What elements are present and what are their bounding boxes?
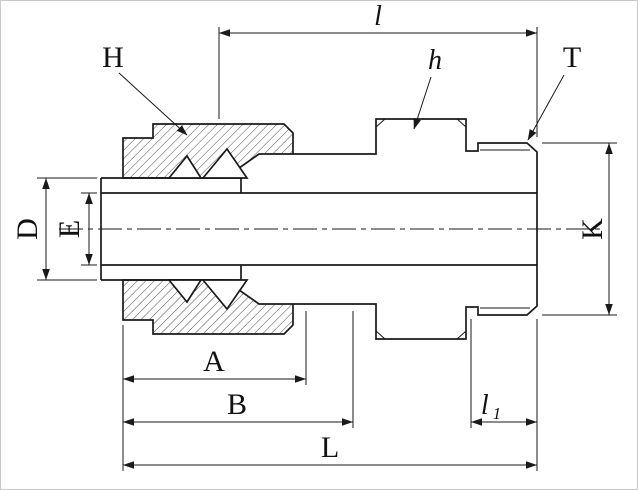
dimension-l: l [218,1,538,137]
dimension-K: K [542,142,617,316]
hex-chamfer [375,118,386,128]
dimension-E: E [53,192,97,266]
dim-label-T: T [563,41,581,74]
dimension-D: D [11,177,97,281]
dimension-L: L [123,431,537,469]
ferrules [167,147,249,311]
dim-label-E: E [53,220,86,238]
nut-upper-half [122,123,294,179]
dim-label-h: h [428,45,442,76]
hex-chamfer [456,118,467,128]
front-ferrule-bottom [201,279,249,311]
dim-label-l1: l 1 [481,390,501,423]
dim-label-L: L [321,431,339,464]
dim-label-H: H [102,41,124,74]
leader-H: H [102,41,188,136]
nut-lower-half [122,279,294,335]
back-ferrule-bottom [167,279,203,304]
leader-h: h [413,45,442,130]
dimension-A: A [122,311,307,471]
hex-chamfer [456,330,467,340]
dimension-B: B [123,311,354,428]
front-ferrule-top [201,147,249,179]
nut-section [122,123,294,335]
dimension-l1: l 1 [470,319,538,471]
dim-label-l: l [374,1,382,32]
back-ferrule-top [167,154,203,179]
leader-T: T [527,41,581,141]
dim-label-B: B [227,388,247,421]
dim-label-A: A [203,345,225,378]
hex-chamfer [375,330,386,340]
dim-label-D: D [11,218,44,240]
dim-label-K: K [576,218,609,240]
